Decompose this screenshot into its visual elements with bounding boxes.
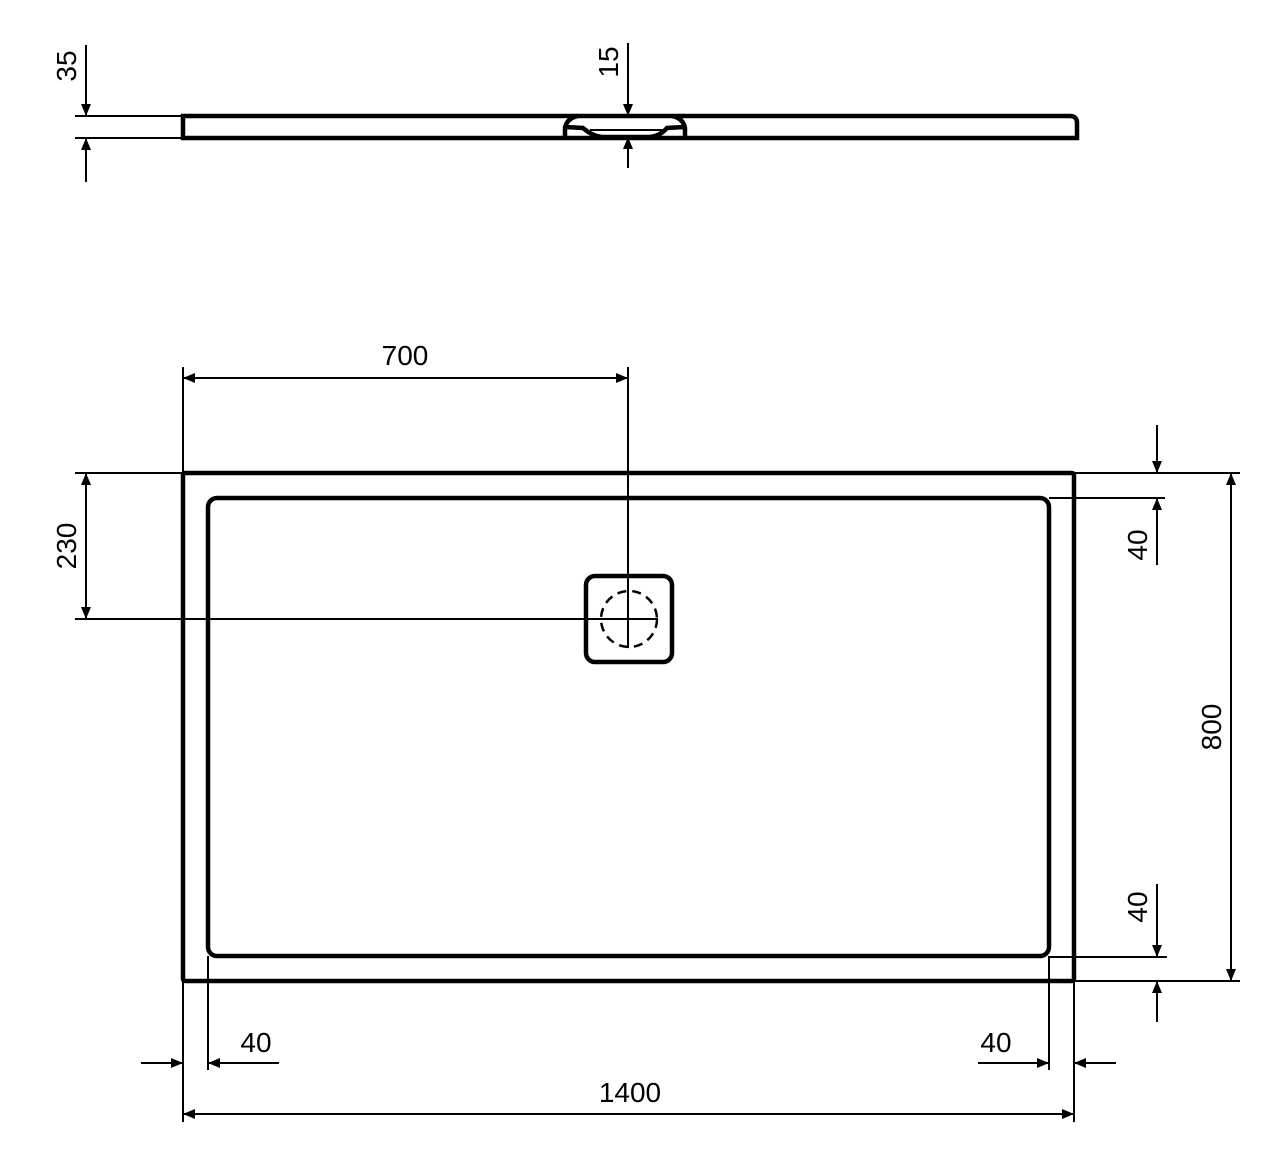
dimension-overall-width: 1400 [182,981,1075,1122]
top-view: 700 230 800 40 [51,340,1240,1122]
label-drain-depth: 15 [593,46,624,77]
label-rim-bottom: 40 [1122,891,1153,922]
dimension-tray-height: 35 [51,45,183,182]
label-rim-left: 40 [240,1027,271,1058]
label-tray-height: 35 [51,50,82,81]
label-drain-offset-x: 700 [382,340,429,371]
dimension-rim-top: 40 [1049,425,1165,565]
dimension-drain-offset-x: 700 [182,340,629,648]
dimension-rim-left: 40 [141,956,279,1070]
side-view-tray-outline [180,113,1080,141]
side-view-drain-recess [562,113,688,140]
dimension-overall-depth: 800 [1074,472,1240,982]
dimension-rim-bottom: 40 [1049,884,1167,1022]
label-overall-depth: 800 [1196,704,1227,751]
label-overall-width: 1400 [599,1077,661,1108]
label-rim-top: 40 [1122,529,1153,560]
dimension-drain-offset-y: 230 [51,472,658,620]
label-rim-right: 40 [980,1027,1011,1058]
side-view: 35 15 [51,43,1080,182]
dimension-drain-depth: 15 [593,43,633,168]
dimension-rim-right: 40 [978,956,1116,1070]
label-drain-offset-y: 230 [51,523,82,570]
